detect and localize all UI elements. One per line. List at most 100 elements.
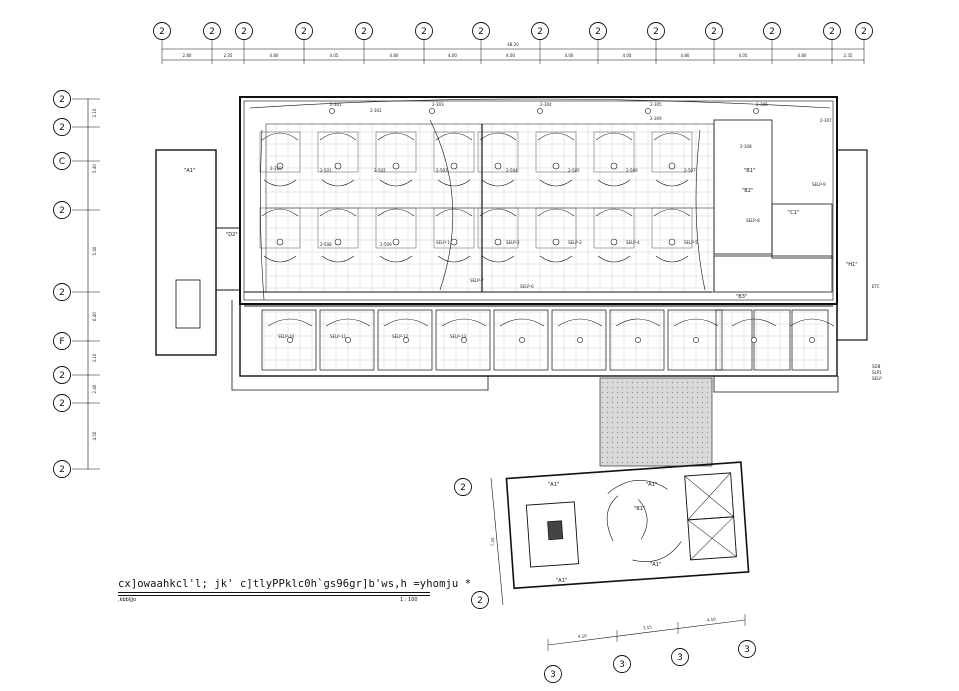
grid-bubble-circle — [738, 640, 756, 658]
left-grid-bubble: 2 — [53, 283, 71, 301]
grid-bubble-label: 2 — [653, 27, 659, 37]
left-grid-bubble: 2 — [53, 201, 71, 219]
grid-bubble-label: 2 — [301, 27, 307, 37]
right-annex-wall — [836, 149, 868, 341]
wiring-arc — [319, 208, 357, 217]
ceiling-panel — [535, 131, 577, 173]
circuit-tag: SELP-4 — [626, 240, 640, 245]
light-fixture — [610, 162, 618, 170]
room-label: "D2" — [226, 232, 238, 238]
ceiling-panel — [433, 207, 475, 249]
top-grid-bubble: 2 — [355, 22, 373, 40]
circuit-tag: 2-308 — [740, 144, 752, 149]
grid-bubble-label: 2 — [159, 27, 165, 37]
grid-bubble-circle — [53, 394, 71, 412]
circuit-tag: 2-505 — [568, 168, 580, 173]
grid-bubble-label: 2 — [59, 123, 65, 133]
side-note: SELP — [872, 376, 882, 381]
light-fixture — [450, 162, 458, 170]
grid-bubble-label: 2 — [59, 95, 65, 105]
light-fixture — [635, 337, 641, 343]
light-fixture — [693, 337, 699, 343]
wiring-arcs — [249, 98, 835, 327]
annex-dimension-line — [490, 477, 504, 606]
circuit-tag: 2-506 — [626, 168, 638, 173]
light-fixture — [461, 337, 467, 343]
ceiling-grid — [259, 131, 693, 249]
wiring-arc — [481, 255, 515, 263]
light-fixture — [537, 108, 543, 114]
grid-bubble-label: 2 — [241, 27, 247, 37]
annex-side-bubble: 2 — [454, 478, 472, 496]
circuit-tag: 2-307 — [820, 118, 832, 123]
annex-stair — [525, 501, 580, 568]
core-room — [713, 255, 833, 293]
dimension-label: 6.40 — [92, 312, 97, 321]
wiring-arc — [731, 318, 777, 327]
circuit-tag: 2-304 — [540, 102, 552, 107]
wiring-arc — [267, 318, 313, 327]
side-note: SLP1 — [872, 370, 882, 375]
annex-room-label: "A1" — [650, 562, 661, 568]
top-grid-bubble: 2 — [647, 22, 665, 40]
wiring-arc — [539, 179, 573, 187]
light-fixture — [450, 238, 458, 246]
grid-bubble-label: 2 — [59, 206, 65, 216]
lower-office — [715, 309, 753, 371]
grid-bubble-circle — [203, 22, 221, 40]
wiring-arc — [261, 208, 299, 217]
light-fixtures — [276, 108, 815, 343]
dimension-label: 3.10 — [92, 353, 97, 362]
annex-bottom-bubble: 3 — [544, 665, 562, 683]
grid-bubble-circle — [53, 283, 71, 301]
dimension-label: 2.10 — [92, 108, 97, 117]
balcony-outline-right — [713, 376, 839, 393]
grid-bubble-circle — [855, 22, 873, 40]
title-underline — [118, 592, 430, 593]
grid-bubble-circle — [53, 118, 71, 136]
room-label: "B2" — [742, 188, 753, 194]
wiring-arc — [537, 208, 575, 217]
grid-bubble-circle — [153, 22, 171, 40]
top-grid-bubble: 2 — [203, 22, 221, 40]
grid-bubble-circle — [823, 22, 841, 40]
circuit-tag: 2-509 — [380, 242, 392, 247]
grid-bubble-circle — [544, 665, 562, 683]
annex-stair-core — [547, 520, 564, 541]
light-fixture — [287, 337, 293, 343]
light-fixture — [334, 238, 342, 246]
grid-bubble-label: 2 — [421, 27, 427, 37]
wiring-arc — [377, 132, 415, 141]
grid-bubble-circle — [53, 460, 71, 478]
light-fixture — [519, 337, 525, 343]
dimension-label: 4.80 — [270, 53, 279, 58]
side-note: SDB — [872, 364, 881, 369]
annex-bottom-bubble: 3 — [738, 640, 756, 658]
top-grid-bubble: 2 — [855, 22, 873, 40]
circuit-tag: 2-501 — [320, 168, 332, 173]
wiring-arc — [379, 179, 413, 187]
ceiling-panel — [593, 207, 635, 249]
ceiling-panel — [259, 207, 301, 249]
wiring-arc — [437, 255, 471, 263]
wiring-arc — [435, 132, 473, 141]
annex-bottom-bubble: 3 — [613, 655, 631, 673]
circuit-tag: 2-507 — [684, 168, 696, 173]
grid-bubble-label: 3 — [550, 670, 556, 680]
circuit-tag: SELP-7 — [470, 278, 484, 283]
annex-room-label: "A1" — [556, 578, 567, 584]
top-grid-bubble: 2 — [705, 22, 723, 40]
lower-office — [753, 309, 791, 371]
dimension-label: 4.00 — [448, 53, 457, 58]
top-grid-bubble: 2 — [235, 22, 253, 40]
grid-bubble-label: 2 — [595, 27, 601, 37]
grid-bubble-label: 3 — [677, 653, 683, 663]
grid-bubble-circle — [472, 22, 490, 40]
annex-bottom-bubble: 3 — [671, 648, 689, 666]
light-fixture — [494, 238, 502, 246]
lower-room-row — [261, 309, 829, 371]
ceiling-panel — [259, 131, 301, 173]
wiring-arc — [249, 98, 831, 109]
